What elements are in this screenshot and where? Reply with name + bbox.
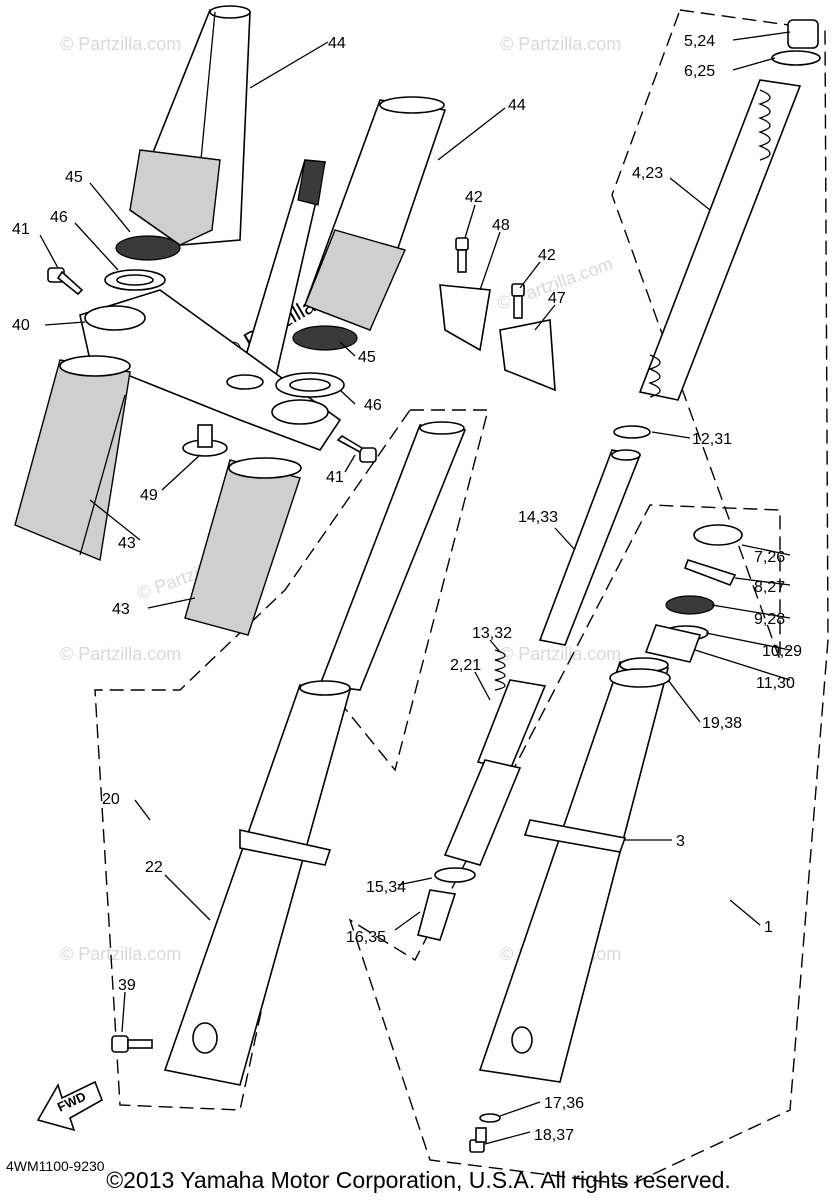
rebound-spring-13-32: [494, 649, 506, 691]
callout-label: 16,35: [346, 929, 386, 946]
fork-cover-43-right: [184, 457, 302, 636]
callout-label: 17,36: [544, 1095, 584, 1112]
callout-label: 47: [548, 290, 566, 307]
inner-tube: [318, 424, 467, 691]
bracket-47: [499, 319, 556, 392]
callout-label: 41: [326, 469, 344, 486]
damper-cylinder-2-21: [476, 679, 547, 771]
callout-label: 13,32: [472, 625, 512, 642]
callout-label: 44: [328, 35, 346, 52]
callout-label: 22: [145, 859, 163, 876]
callout-label: 10,29: [762, 643, 802, 660]
washer-46-left-inner: [116, 274, 154, 286]
under-bracket: [79, 289, 342, 451]
callout-label: 41: [12, 221, 30, 238]
callout-label: 9,28: [754, 611, 785, 628]
callout-label: 39: [118, 977, 136, 994]
damper-cylinder-lower: [443, 759, 522, 866]
watermark: © Partzilla.com: [500, 34, 621, 54]
cap-bolt-5-24: [787, 19, 819, 49]
watermark: © Partzilla.com: [60, 644, 181, 664]
bolt-18-37: [469, 1127, 487, 1153]
callout-label: 42: [538, 247, 556, 264]
oil-seal-45-left: [115, 235, 181, 261]
callout-label: 43: [112, 601, 130, 618]
callout-label: 14,33: [518, 509, 558, 526]
slide-metal-11-30: [644, 624, 702, 663]
group-outline-20: [94, 409, 489, 1111]
oil-seal-9-28: [665, 595, 715, 615]
bolt-41-left: [47, 267, 84, 296]
callout-label: 43: [118, 535, 136, 552]
callout-labels: 44 44 45 46 41 40 42 48 42 47 45 46 41 4…: [12, 33, 802, 1144]
dust-seal-7-26: [693, 524, 743, 546]
callout-label: 7,26: [754, 549, 785, 566]
callout-label: 1: [764, 919, 773, 936]
fork-cover-44-left: [129, 5, 251, 246]
watermark: © Partzilla.com: [500, 644, 621, 664]
copyright-notice: ©2013 Yamaha Motor Corporation, U.S.A. A…: [106, 1167, 731, 1193]
outer-tube-22: [163, 680, 352, 1086]
callout-label: 5,24: [684, 33, 715, 50]
callout-label: 42: [465, 189, 483, 206]
slide-metal-19-38: [609, 668, 671, 688]
bracket-48: [439, 284, 491, 352]
callout-label: 11,30: [756, 675, 795, 692]
callout-label: 40: [12, 317, 30, 334]
damper-rod-14-33: [538, 449, 642, 646]
callout-label: 49: [140, 487, 158, 504]
fork-cover-43-left: [14, 355, 131, 561]
callout-label: 2,21: [450, 657, 481, 674]
callout-label: 12,31: [692, 431, 732, 448]
diagram-code: 4WM1100-9230: [6, 1158, 105, 1174]
callout-label: 45: [358, 349, 376, 366]
fork-cover-44-right: [303, 96, 447, 332]
callout-label: 3: [676, 833, 685, 850]
washer-46-right-inner: [289, 378, 331, 392]
callout-label: 15,34: [366, 879, 406, 896]
gasket-17-36: [479, 1113, 501, 1123]
o-ring-6-25: [771, 50, 821, 66]
callout-label: 44: [508, 97, 526, 114]
callout-label: 19,38: [702, 715, 742, 732]
bolt-42-b: [511, 283, 525, 319]
oil-lock-piece-15-34: [434, 867, 476, 883]
callout-label: 4,23: [632, 165, 663, 182]
callout-label: 46: [50, 209, 68, 226]
fork-spring-4-23: [638, 79, 802, 401]
clip-8-27: [683, 559, 737, 587]
piston-ring-12-31: [613, 425, 651, 439]
callout-label: 18,37: [534, 1127, 574, 1144]
leader-lines: [39, 31, 791, 1145]
watermark: © Partzilla.com: [60, 944, 181, 964]
group-outline-1: [348, 9, 829, 1186]
bolt-42-a: [455, 237, 469, 273]
inner-tube-top: [419, 421, 465, 435]
callout-label: 45: [65, 169, 83, 186]
watermark: © Partzilla.com: [60, 34, 181, 54]
collar-49: [182, 424, 228, 457]
bolt-41-right: [336, 434, 377, 463]
callout-label: 48: [492, 217, 510, 234]
callout-label: 8,27: [754, 579, 785, 596]
callout-label: 20: [102, 791, 120, 808]
callout-label: 46: [364, 397, 382, 414]
collar-16-35: [417, 889, 457, 941]
oil-seal-45-right: [292, 325, 358, 351]
callout-label: 6,25: [684, 63, 715, 80]
bolt-39: [111, 1035, 153, 1053]
fwd-arrow-icon: FWD: [36, 1080, 103, 1132]
